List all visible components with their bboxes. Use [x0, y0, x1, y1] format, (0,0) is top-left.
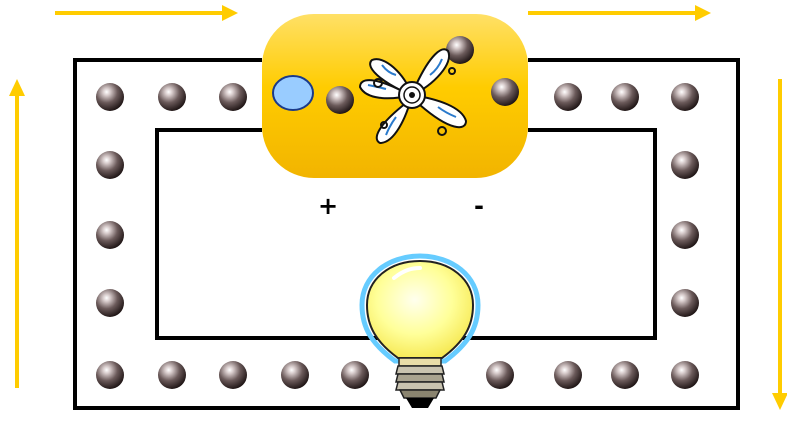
- wire-outer: [73, 58, 740, 410]
- electron-ball-icon: [446, 36, 474, 64]
- current-arrows: [9, 5, 787, 410]
- electron-ball-icon: [96, 361, 124, 389]
- electron-ball-icon: [611, 361, 639, 389]
- electron-ball-icon: [281, 361, 309, 389]
- electron-ball-icon: [554, 83, 582, 111]
- electron-ball-icon: [158, 83, 186, 111]
- electron-ball-icon: [486, 361, 514, 389]
- bulb-glow: [359, 253, 481, 364]
- light-bulb-icon: [359, 253, 481, 408]
- positive-terminal-label: +: [318, 192, 339, 220]
- electron-ball-icon: [96, 151, 124, 179]
- arrow-top-right-right: [528, 5, 711, 21]
- electron-ball-icon: [96, 221, 124, 249]
- electron-ball-icon: [491, 78, 519, 106]
- electron-ball-icon: [671, 151, 699, 179]
- electron-ball-icon: [671, 221, 699, 249]
- arrow-top-left-right: [55, 5, 238, 21]
- electron-ball-icon: [219, 83, 247, 111]
- arrow-left-up: [9, 79, 25, 388]
- wire-inner: [155, 128, 657, 340]
- electron-ball-icon: [341, 361, 369, 389]
- electron-ball-icon: [326, 86, 354, 114]
- battery-electrons: [326, 36, 519, 114]
- electron-particles: [96, 83, 699, 389]
- electron-ball-icon: [671, 289, 699, 317]
- battery: [262, 14, 528, 178]
- electron-ball-icon: [96, 289, 124, 317]
- battery-left-terminal: [272, 75, 314, 111]
- negative-terminal-label: -: [474, 192, 484, 220]
- electron-ball-icon: [554, 361, 582, 389]
- arrow-right-down: [772, 79, 787, 410]
- electron-ball-icon: [611, 83, 639, 111]
- fan-propeller-icon: [358, 48, 468, 145]
- bulb-base: [395, 357, 445, 408]
- electron-ball-icon: [671, 83, 699, 111]
- electron-ball-icon: [96, 83, 124, 111]
- electron-ball-icon: [219, 361, 247, 389]
- wire-loop: [73, 58, 740, 410]
- electron-ball-icon: [671, 361, 699, 389]
- bulb-glass: [365, 259, 475, 359]
- electron-ball-icon: [158, 361, 186, 389]
